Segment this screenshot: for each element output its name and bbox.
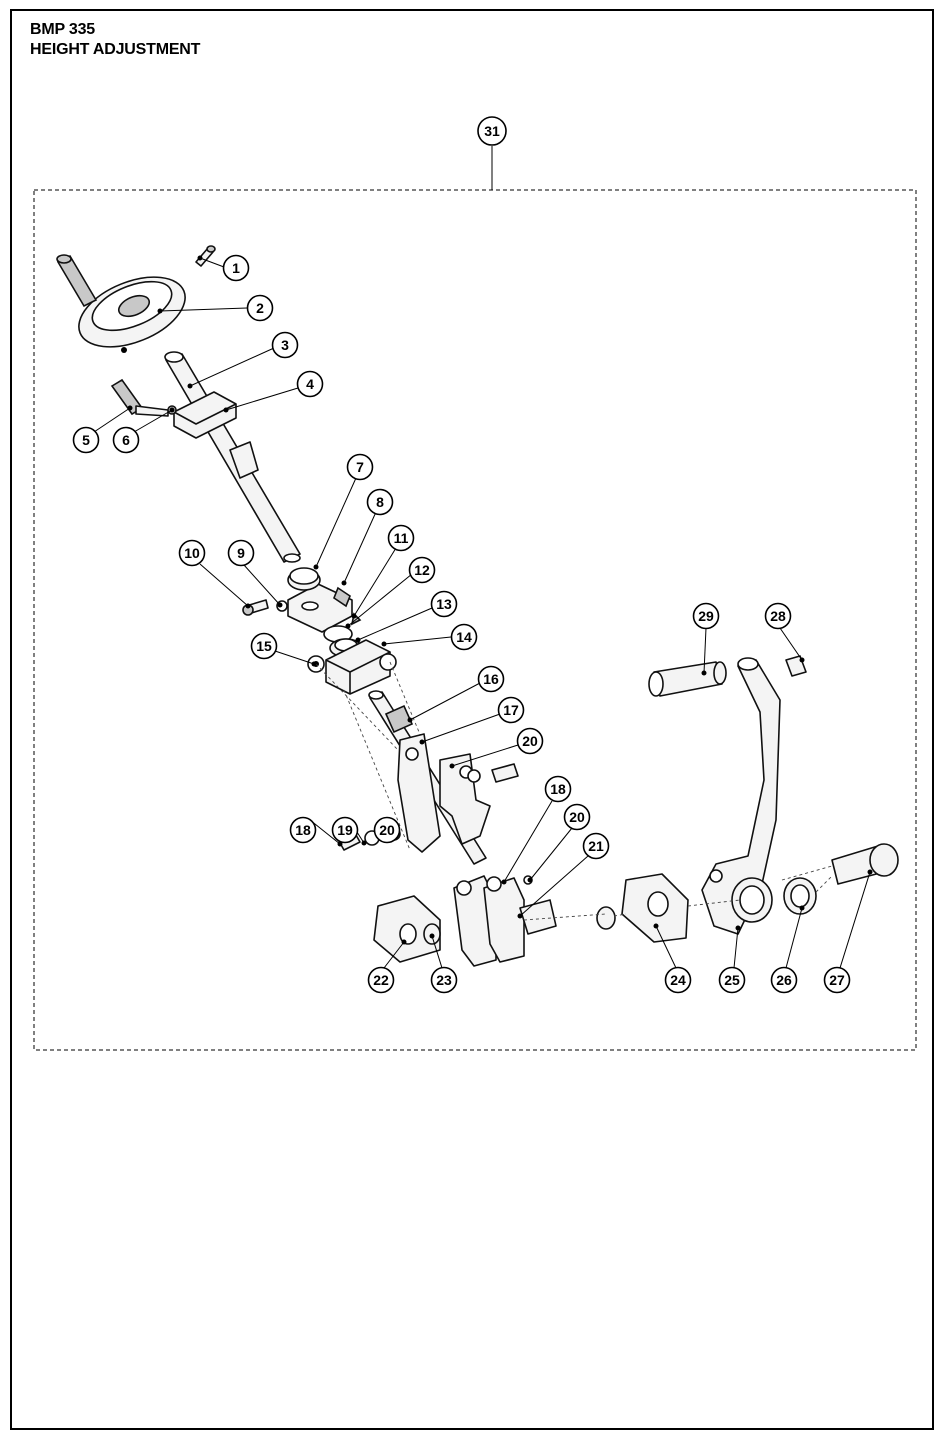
svg-text:25: 25 (724, 972, 740, 988)
callout-20-right: 20 (563, 803, 591, 831)
svg-text:31: 31 (484, 123, 500, 139)
svg-text:2: 2 (256, 300, 264, 316)
lower-bearing-block (307, 639, 397, 695)
callout-26: 25 (718, 966, 746, 994)
callout-17: 17 (497, 696, 525, 724)
callout-9: 9 (227, 539, 255, 567)
svg-text:24: 24 (670, 972, 686, 988)
svg-text:20: 20 (522, 733, 538, 749)
svg-text:19: 19 (337, 822, 353, 838)
svg-text:26: 26 (776, 972, 792, 988)
svg-text:11: 11 (394, 530, 409, 546)
callouts: 1 2 3 4 5 (72, 116, 873, 994)
callout-5: 5 (72, 426, 100, 454)
callout-1: 1 (222, 254, 250, 282)
callout-18-left: 18 (289, 816, 317, 844)
model-number: BMP 335 (30, 21, 96, 38)
callout-20-left: 20 (373, 816, 401, 844)
callout-27: 26 (770, 966, 798, 994)
pivot-arm (701, 657, 781, 935)
callout-11: 11 (387, 524, 415, 552)
svg-text:27: 27 (829, 972, 845, 988)
drawing-sheet-border (10, 9, 934, 1430)
svg-text:23: 23 (436, 972, 452, 988)
drawing-title: HEIGHT ADJUSTMENT (30, 41, 201, 58)
svg-text:18: 18 (295, 822, 311, 838)
svg-text:29: 29 (698, 608, 714, 624)
svg-text:12: 12 (414, 562, 430, 578)
parts-artwork (56, 245, 899, 967)
spindle (164, 351, 301, 563)
svg-text:22: 22 (373, 972, 389, 988)
svg-text:10: 10 (184, 545, 200, 561)
svg-text:28: 28 (770, 608, 786, 624)
svg-text:1: 1 (232, 260, 240, 276)
svg-text:20: 20 (569, 809, 585, 825)
callout-16: 16 (477, 665, 505, 693)
svg-text:4: 4 (306, 376, 314, 392)
callout-12: 12 (408, 556, 436, 584)
callout-2: 2 (246, 294, 274, 322)
svg-text:7: 7 (356, 459, 364, 475)
svg-text:14: 14 (456, 629, 472, 645)
clevis-assembly (453, 875, 557, 967)
handwheel (56, 254, 186, 353)
callout-3: 3 (271, 331, 299, 359)
callout-7: 7 (346, 453, 374, 481)
callout-21: 20 (516, 727, 544, 755)
svg-text:17: 17 (503, 702, 519, 718)
svg-text:20: 20 (379, 822, 395, 838)
drawing-header: BMP 335 HEIGHT ADJUSTMENT (30, 20, 200, 60)
callout-22: 21 (582, 832, 610, 860)
callout-18-right: 18 (544, 775, 572, 803)
callout-10: 10 (178, 539, 206, 567)
callout-19: 19 (331, 816, 359, 844)
callout-28: 27 (823, 966, 851, 994)
callout-23: 22 (367, 966, 395, 994)
callout-25: 24 (664, 966, 692, 994)
svg-text:9: 9 (237, 545, 245, 561)
callout-4: 4 (296, 370, 324, 398)
callout-24: 23 (430, 966, 458, 994)
upper-bearing-housing (287, 567, 353, 633)
svg-text:21: 21 (588, 838, 604, 854)
svg-text:16: 16 (483, 671, 499, 687)
svg-text:18: 18 (550, 781, 566, 797)
svg-text:13: 13 (436, 596, 452, 612)
svg-text:8: 8 (376, 494, 384, 510)
svg-text:3: 3 (281, 337, 289, 353)
callout-30: 29 (692, 602, 720, 630)
assembly-boundary (33, 189, 917, 1051)
callout-15: 15 (250, 632, 278, 660)
callout-31: 31 (477, 116, 507, 146)
svg-text:15: 15 (256, 638, 272, 654)
callout-8: 8 (366, 488, 394, 516)
callout-29: 28 (764, 602, 792, 630)
callout-14: 14 (450, 623, 478, 651)
svg-text:6: 6 (122, 432, 130, 448)
callout-13: 13 (430, 590, 458, 618)
svg-text:5: 5 (82, 432, 90, 448)
callout-6: 6 (112, 426, 140, 454)
